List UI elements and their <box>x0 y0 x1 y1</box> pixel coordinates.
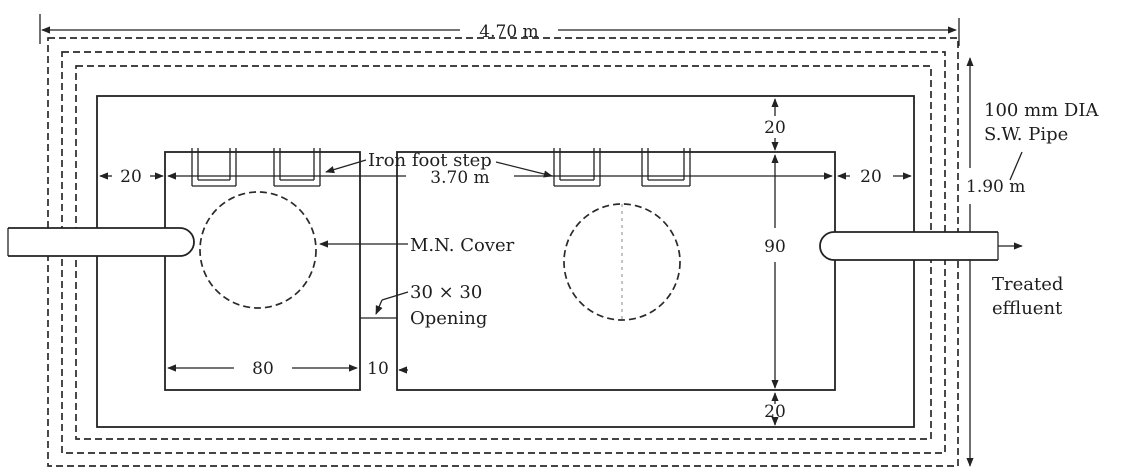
opening-leader <box>375 299 383 315</box>
inner-width-label: 90 <box>764 237 786 257</box>
effluent-label-line2: effluent <box>992 298 1063 319</box>
foot-step-2 <box>273 148 321 187</box>
overall-length-label: 4.70 m <box>479 22 538 42</box>
foot-step-leader-left <box>325 159 367 174</box>
inlet-pipe <box>7 227 195 257</box>
right-chamber <box>396 151 836 391</box>
inner-width-dimension: 90 <box>764 154 786 389</box>
partition-label: 10 <box>367 359 389 379</box>
right-gap-label: 20 <box>860 167 882 187</box>
right-gap-dimension: 20 <box>837 167 912 187</box>
foot-step-3 <box>553 148 601 187</box>
iron-foot-steps <box>191 148 691 187</box>
left-gap-dimension: 20 <box>99 167 164 187</box>
pipe-label-line1: 100 mm DIA <box>984 100 1099 121</box>
bottom-gap-label: 20 <box>764 402 786 422</box>
foot-step-leader-right <box>495 161 553 178</box>
mn-cover-label: M.N. Cover <box>410 235 515 256</box>
left-gap-label: 20 <box>120 167 142 187</box>
opening-size-label: 30 × 30 <box>410 282 482 303</box>
foot-step-4 <box>641 148 691 187</box>
bottom-gap-dimension: 20 <box>764 392 786 426</box>
chamber-width-dimension: 80 <box>167 359 358 379</box>
pipe-label-line2: S.W. Pipe <box>984 124 1068 145</box>
overall-length-dimension: 4.70 m <box>39 14 960 46</box>
top-gap-dimension: 20 <box>764 98 786 151</box>
width-label: 1.90 m <box>966 177 1025 197</box>
top-gap-label: 20 <box>764 118 786 138</box>
inner-length-dimension: 3.70 m <box>167 168 833 188</box>
effluent-label-line1: Treated <box>992 274 1063 295</box>
width-leader-line <box>1009 151 1023 181</box>
opening-word-label: Opening <box>410 308 487 329</box>
manhole-cover-left <box>199 191 317 309</box>
foot-step-1 <box>191 148 237 187</box>
left-chamber <box>164 151 361 391</box>
outlet-pipe <box>819 231 1023 261</box>
foot-step-label: Iron foot step <box>368 150 492 171</box>
chamber-width-label: 80 <box>252 359 274 379</box>
inner-length-label: 3.70 m <box>430 168 489 188</box>
manhole-cover-right <box>563 203 681 321</box>
tank-inner-wall <box>96 95 915 428</box>
